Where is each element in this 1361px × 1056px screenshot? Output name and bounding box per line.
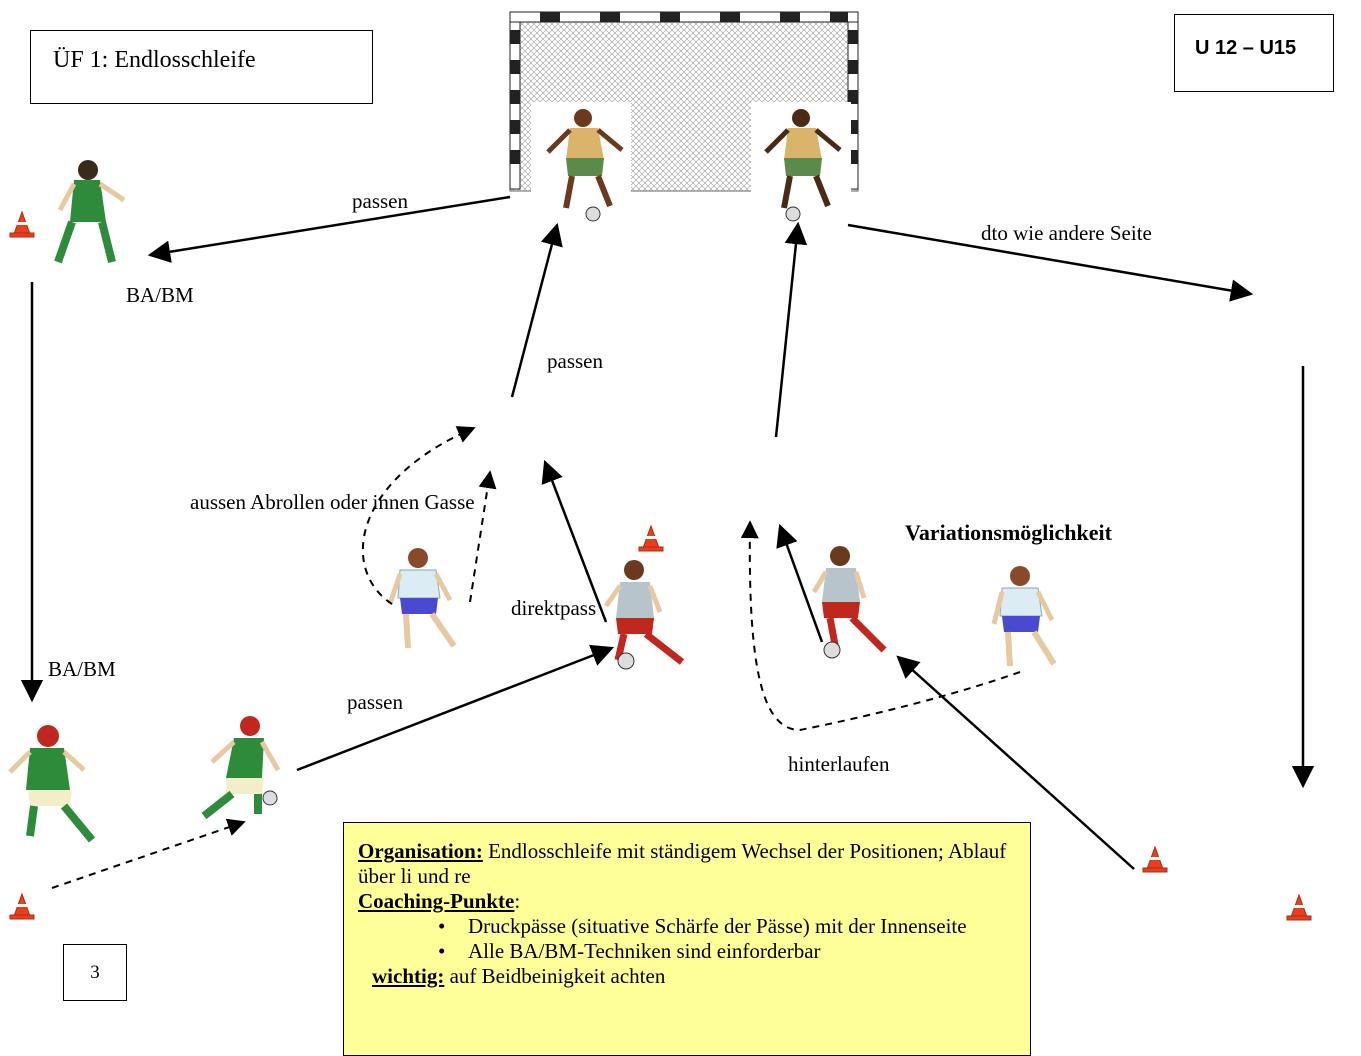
cone-bottom-right-inner (1142, 846, 1168, 873)
label-passen-top: passen (352, 189, 408, 213)
coaching-item: • Alle BA/BM-Techniken sind einforderbar (438, 939, 1016, 964)
label-aussen: aussen Abrollen oder innen Gasse (190, 490, 475, 514)
player-green-top-left (54, 160, 126, 264)
page-number: 3 (90, 962, 100, 983)
coaching-line: Coaching-Punkte: (358, 889, 1016, 914)
label-variation: Variationsmöglichkeit (905, 520, 1112, 545)
page-number-box: 3 (63, 944, 127, 1001)
label-dto: dto wie andere Seite (981, 221, 1152, 245)
coaching-colon: : (514, 889, 521, 913)
arrow-bottom-right-to-red (896, 655, 1135, 870)
arrow-direktpass (541, 459, 608, 623)
label-ba-bm-left: BA/BM (48, 657, 116, 681)
coaching-item-text: Alle BA/BM-Techniken sind einforderbar (468, 939, 821, 963)
arrow-passen-middle (510, 222, 563, 398)
goal-player-right (751, 102, 851, 225)
label-passen-middle: passen (547, 349, 603, 373)
dashed-innen-gasse (469, 470, 497, 603)
cone-bottom-left (9, 893, 35, 920)
arrow-goal-to-left (147, 195, 511, 263)
cone-bottom-right (1286, 894, 1312, 921)
goal-frame (509, 11, 859, 190)
wichtig-text: auf Beidbeinigkeit achten (444, 964, 666, 988)
goal-player-left (531, 102, 631, 225)
wichtig-label: wichtig: (372, 964, 445, 988)
cone-center (638, 525, 664, 552)
arrow-dto (847, 223, 1254, 302)
bullet-icon: • (438, 939, 446, 963)
label-direktpass: direktpass (511, 596, 597, 620)
age-group-text: U 12 – U15 (1195, 37, 1297, 59)
organisation-line: Organisation: Endlosschleife mit ständig… (358, 839, 1016, 889)
coaching-label: Coaching-Punkte (358, 889, 515, 913)
label-hinterlaufen: hinterlaufen (788, 752, 890, 776)
pass-arrows (20, 195, 1315, 870)
organisation-label: Organisation: (358, 839, 483, 863)
organisation-note: Organisation: Endlosschleife mit ständig… (343, 822, 1031, 1056)
coaching-list: • Druckpässe (situative Schärfe der Pässe… (358, 914, 1016, 964)
dashed-aussen-abrollen (361, 426, 476, 605)
coaching-item: • Druckpässe (situative Schärfe der Pässe… (438, 914, 1016, 939)
player-green-bottom-left (8, 725, 96, 843)
player-red-right (811, 546, 887, 659)
player-white-right (991, 566, 1057, 667)
cone-top-left (9, 211, 35, 238)
player-white-center-left (387, 548, 457, 649)
run-paths (51, 426, 1021, 889)
bullet-icon: • (438, 914, 446, 938)
wichtig-line: wichtig: auf Beidbeinigkeit achten (358, 964, 1016, 989)
organisation-text: Endlosschleife mit ständigem Wechsel der… (358, 839, 1007, 888)
title-text: ÜF 1: Endlosschleife (53, 47, 256, 73)
label-ba-bm-top: BA/BM (126, 283, 194, 307)
title-box: ÜF 1: Endlosschleife (30, 30, 373, 104)
dashed-bottom-left (51, 818, 246, 889)
label-passen-bottom: passen (347, 690, 403, 714)
coaching-item-text: Druckpässe (situative Schärfe der Pässe)… (468, 914, 967, 938)
arrow-red-right-up (776, 523, 824, 643)
player-red-center (603, 560, 685, 670)
dashed-hinterlaufen (740, 520, 1021, 732)
arrow-right-up (774, 221, 808, 438)
arrow-passen-bottom (296, 644, 615, 772)
age-group-box: U 12 – U15 (1174, 14, 1334, 92)
player-green-bottom-center (201, 716, 281, 820)
